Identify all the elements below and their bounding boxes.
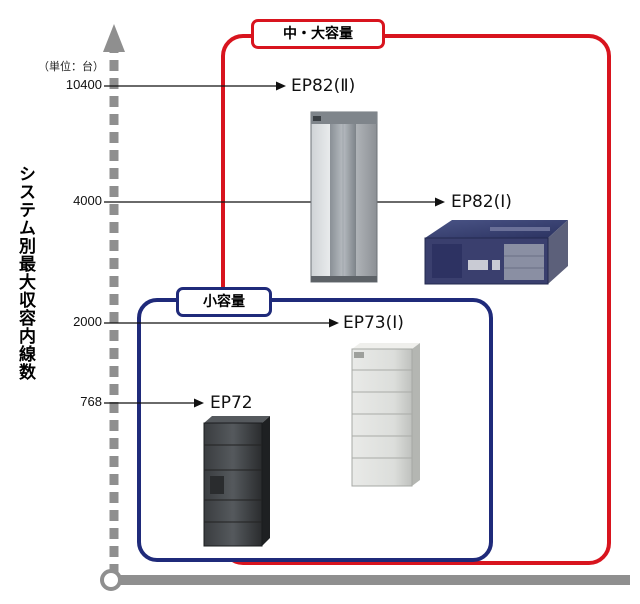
arrowhead-2000 (329, 318, 339, 328)
tick-label-10400: 10400 (65, 77, 102, 92)
product-label-ep82-2: EP82(Ⅱ) (291, 76, 356, 96)
ep72-device-image (203, 416, 270, 547)
y-axis (103, 24, 125, 575)
y-axis-unit: （単位：台） (38, 60, 104, 73)
tick-arrows (104, 81, 445, 408)
product-label-ep82-1: EP82(Ⅰ) (451, 192, 512, 212)
tick-label-768: 768 (80, 394, 102, 409)
product-label-ep72: EP72 (210, 393, 253, 413)
product-label-ep73-1: EP73(Ⅰ) (343, 313, 404, 333)
arrowhead-4000 (435, 197, 445, 207)
ep82-2-device-image (310, 111, 378, 283)
large-capacity-tab: 中・大容量 (251, 19, 385, 49)
origin-circle (100, 569, 122, 591)
small-capacity-tab: 小容量 (176, 287, 272, 317)
ep73-1-device-image (351, 343, 420, 487)
small-capacity-box (137, 298, 493, 562)
x-axis-line (110, 575, 630, 585)
arrowhead-10400 (276, 81, 286, 91)
arrowhead-768 (194, 398, 204, 408)
ep82-1-device-image (424, 220, 568, 285)
large-capacity-label: 中・大容量 (283, 26, 353, 42)
small-capacity-label: 小容量 (203, 294, 245, 310)
tick-label-2000: 2000 (73, 314, 102, 329)
y-axis-arrowhead (103, 24, 125, 52)
tick-label-4000: 4000 (73, 193, 102, 208)
x-axis (100, 569, 630, 591)
y-axis-title: システム別最大収容内線数 (15, 165, 35, 381)
